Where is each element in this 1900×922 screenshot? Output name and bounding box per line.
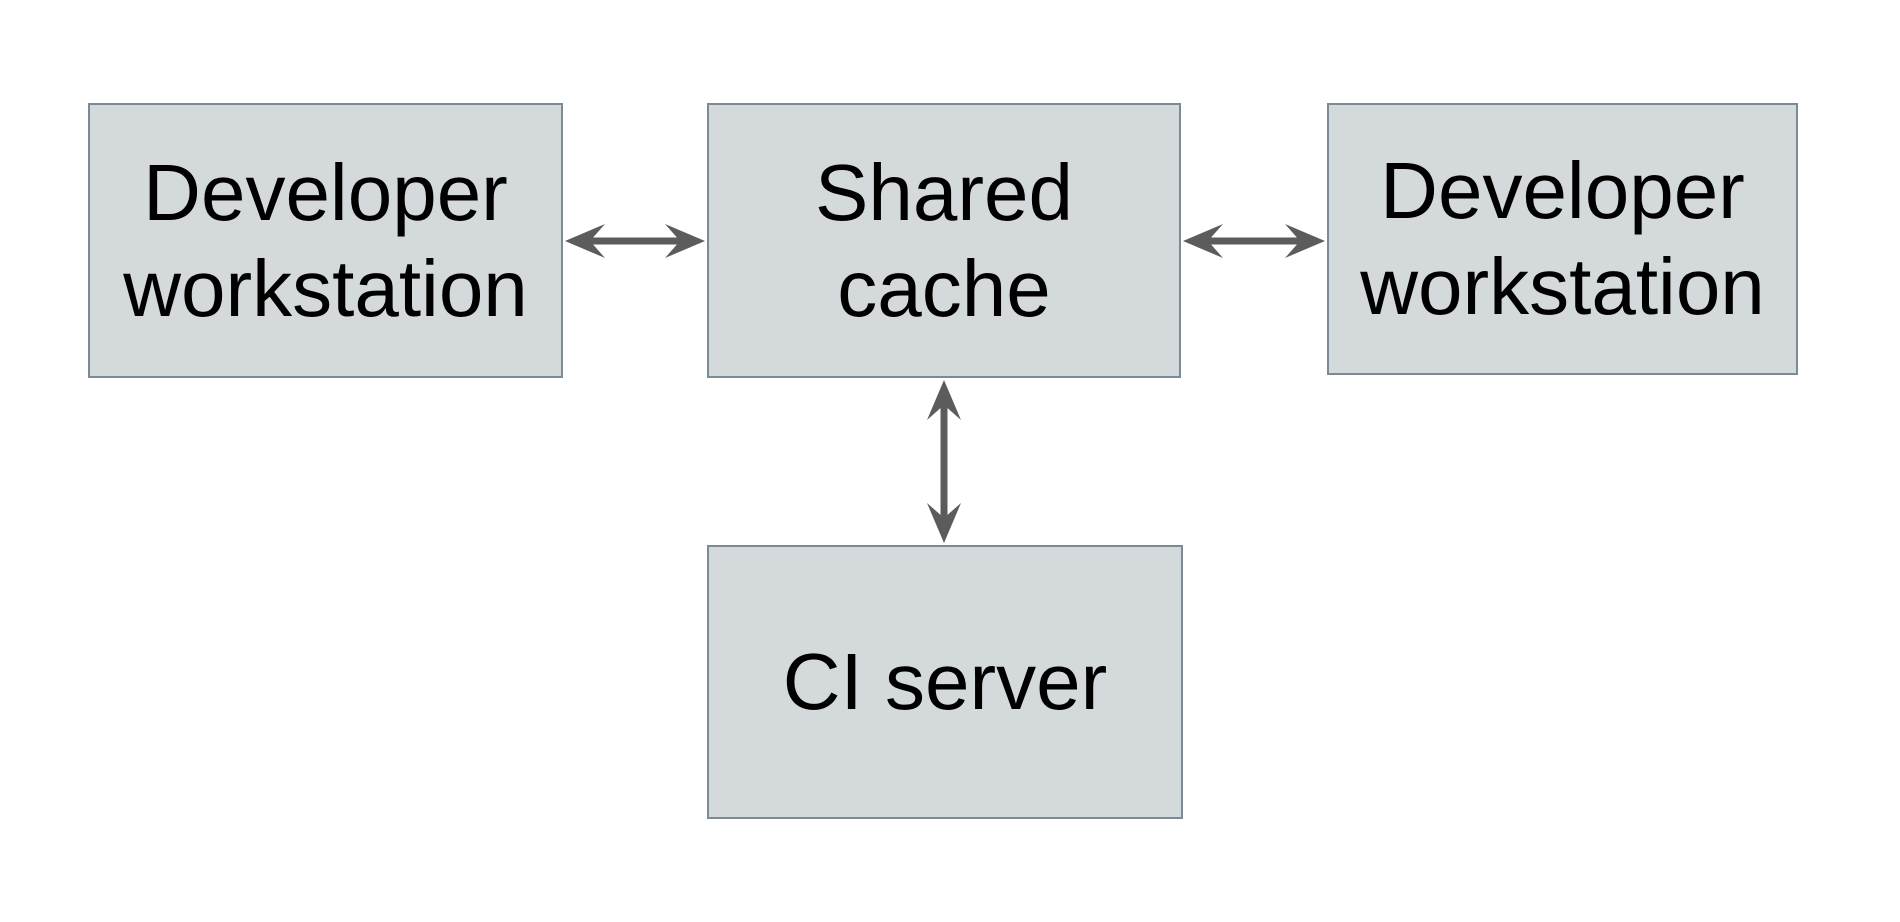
node-label: Shared cache (815, 147, 1073, 333)
node-label: Developer workstation (1360, 146, 1765, 331)
node-developer-workstation-right: Developer workstation (1327, 103, 1798, 375)
node-shared-cache: Shared cache (707, 103, 1181, 378)
bidirectional-arrow-icon (927, 380, 961, 543)
bidirectional-arrow-icon (1183, 224, 1325, 258)
node-developer-workstation-left: Developer workstation (88, 103, 563, 378)
bidirectional-arrow-icon (565, 224, 705, 258)
node-label: Developer workstation (123, 147, 528, 333)
node-label: CI server (782, 637, 1108, 726)
node-ci-server: CI server (707, 545, 1183, 819)
